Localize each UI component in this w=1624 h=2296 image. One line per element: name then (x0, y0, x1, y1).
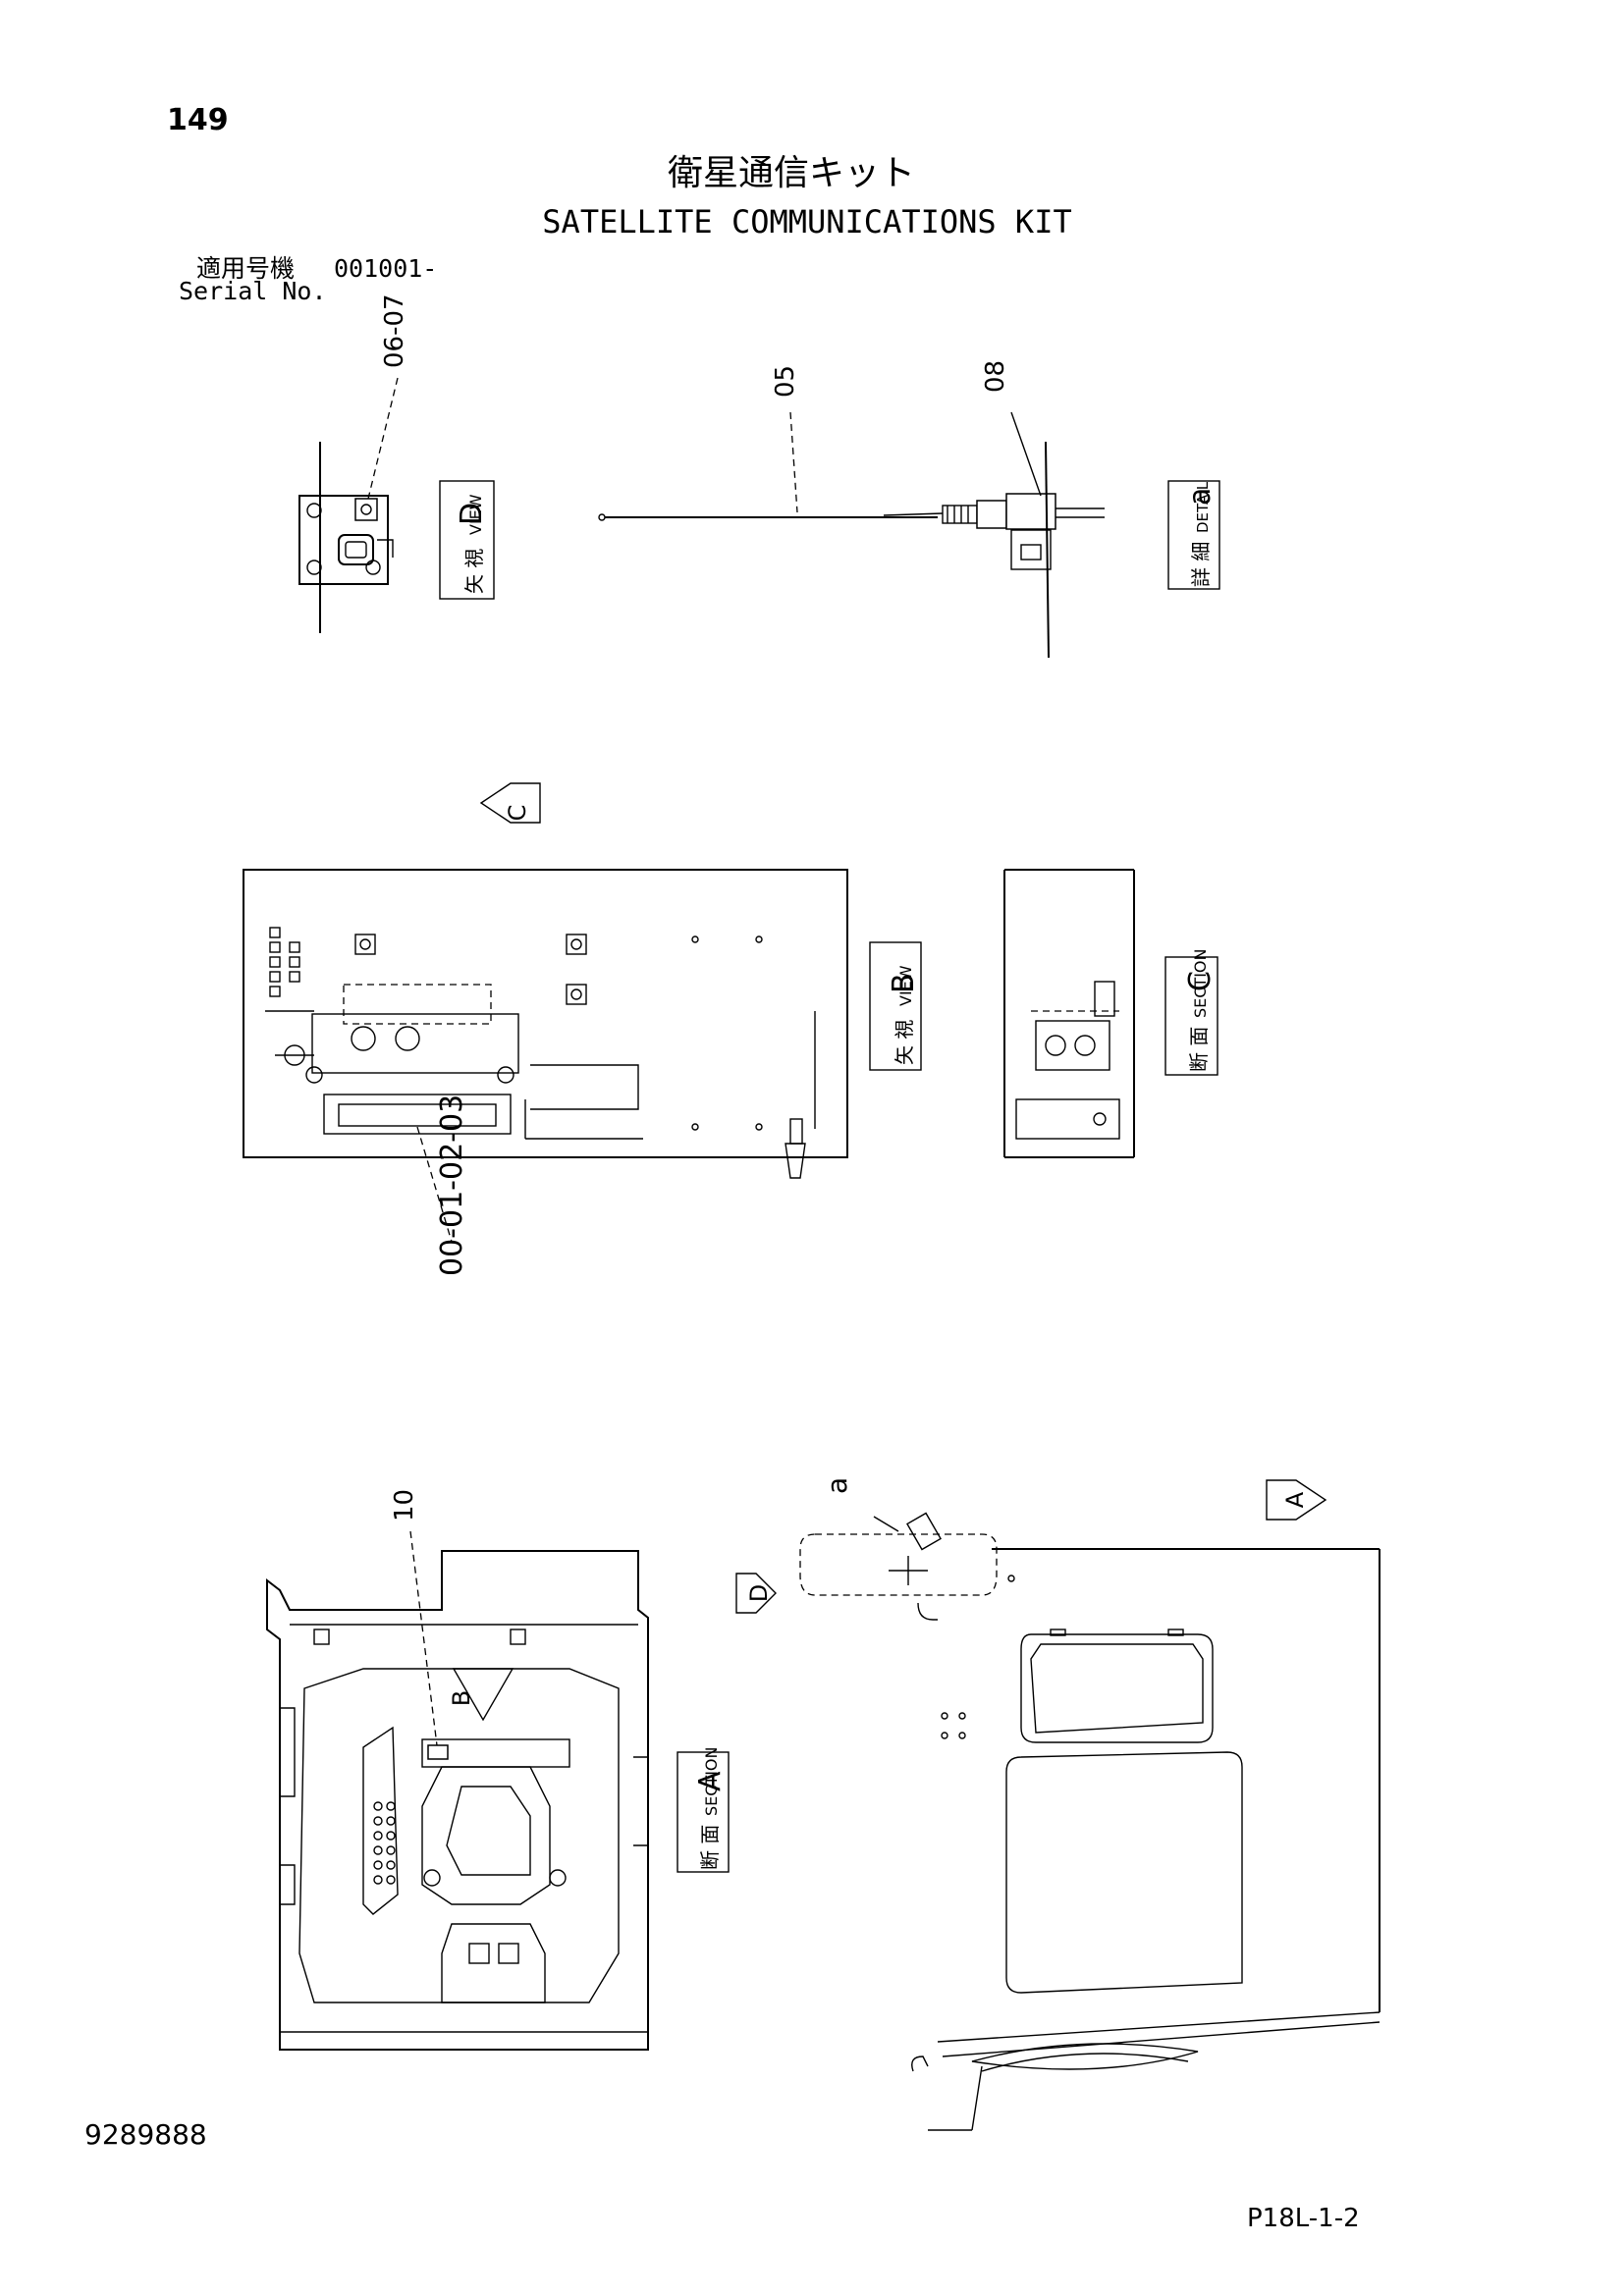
section-c-figure (1003, 869, 1135, 1158)
label-view-b: 矢 視 VIEW B (869, 941, 922, 1071)
label-section-a: 断 面 SECTION A (677, 1747, 730, 1873)
callout-08: 08 (981, 360, 1010, 393)
view-b-figure (243, 869, 848, 1243)
serial-label-english: Serial No. (179, 277, 327, 305)
page-number: 149 (167, 103, 229, 137)
svg-text:SECTION: SECTION (702, 1747, 721, 1817)
svg-text:B: B (448, 1690, 475, 1706)
view-arrow-d: D (735, 1573, 777, 1614)
svg-text:10: 10 (390, 1489, 419, 1522)
svg-text:C: C (1183, 971, 1218, 991)
label-section-c: 断 面 SECTION C (1164, 949, 1218, 1076)
callout-10: 10 (390, 1489, 419, 1522)
antenna-cable-figure (598, 411, 1105, 659)
cab-side-figure (799, 1512, 1380, 2131)
section-arrow-c: C (479, 782, 541, 824)
svg-text:a: a (1183, 488, 1218, 506)
svg-text:詳 細: 詳 細 (1189, 542, 1213, 587)
label-view-d: 矢 視 VIEW D (439, 480, 495, 600)
svg-text:DETAIL: DETAIL (1194, 481, 1212, 533)
svg-text:SECTION: SECTION (1191, 949, 1210, 1019)
title-english: SATELLITE COMMUNICATIONS KIT (542, 203, 1071, 240)
section-a-figure (266, 1530, 649, 2051)
page-reference: P18L-1-2 (1247, 2204, 1360, 2233)
svg-text:矢 視: 矢 視 (893, 1020, 916, 1065)
svg-text:08: 08 (981, 360, 1010, 393)
callout-06-07: 06-07 (380, 294, 409, 368)
part-number: 9289888 (84, 2118, 207, 2151)
callout-05: 05 (771, 365, 800, 398)
serial-label-japanese: 適用号機 (196, 254, 295, 283)
svg-text:A: A (693, 1771, 728, 1791)
svg-text:A: A (1281, 1491, 1309, 1508)
callout-00-01-02-03: 00-01-02-03 (435, 1095, 469, 1276)
svg-text:断 面: 断 面 (1187, 1027, 1211, 1072)
svg-text:D: D (455, 503, 489, 525)
svg-text:矢 視: 矢 視 (462, 549, 486, 594)
svg-text:断 面: 断 面 (698, 1825, 722, 1870)
svg-text:D: D (745, 1584, 773, 1602)
svg-text:06-07: 06-07 (380, 294, 409, 368)
detail-a-callout: a (821, 1477, 853, 1494)
svg-text:a: a (821, 1477, 853, 1494)
svg-text:VIEW: VIEW (466, 494, 485, 535)
svg-text:VIEW: VIEW (896, 965, 915, 1006)
svg-text:B: B (887, 973, 921, 993)
label-detail-a: 詳 細 DETAIL a (1167, 480, 1220, 590)
svg-text:C: C (504, 805, 531, 822)
section-arrow-b: B (448, 1690, 475, 1706)
svg-text:00-01-02-03: 00-01-02-03 (435, 1095, 469, 1276)
title-japanese: 衛星通信キット (668, 153, 915, 193)
serial-value: 001001- (334, 254, 437, 283)
view-d-figure (298, 377, 399, 633)
section-arrow-a: A (1266, 1479, 1327, 1521)
svg-text:05: 05 (771, 365, 800, 398)
